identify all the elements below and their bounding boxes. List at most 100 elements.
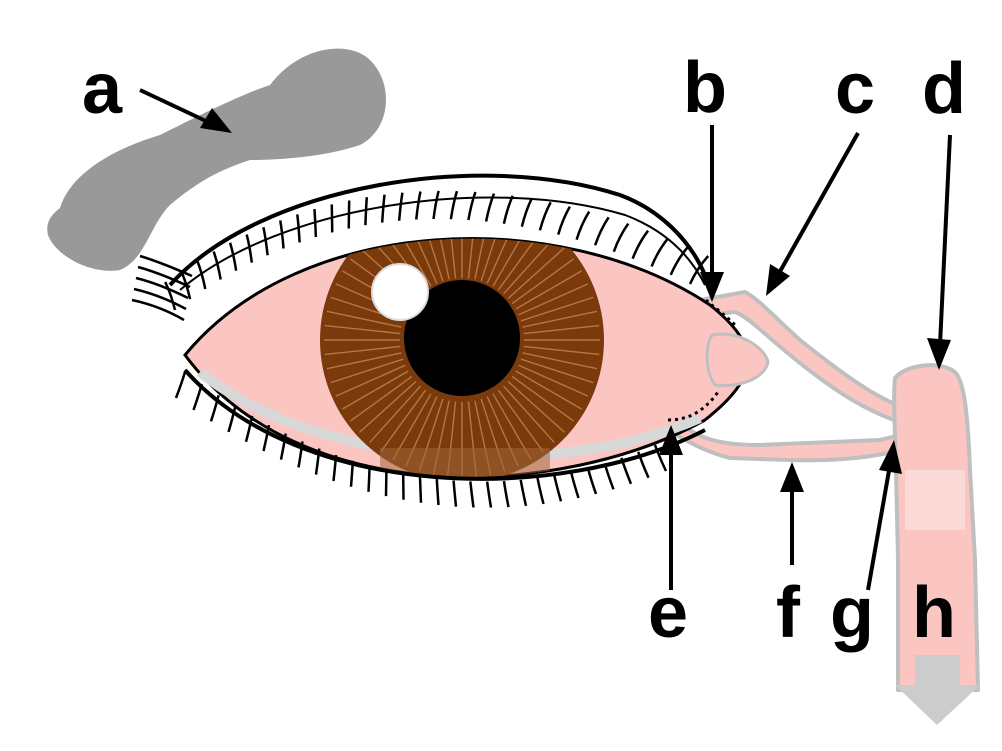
iris-ray: [326, 352, 402, 370]
iris-ray: [324, 345, 401, 356]
iris-ray: [486, 238, 519, 284]
upper-eyelash: [245, 234, 254, 263]
label-e: e: [648, 573, 688, 653]
upper-eyelash: [135, 276, 189, 300]
iris-ray: [522, 352, 598, 370]
upper-eyelashes: [131, 190, 710, 322]
upper-eyelash: [669, 246, 689, 276]
iris-ray: [507, 380, 566, 433]
label-c: c: [835, 49, 875, 129]
iris-ray: [523, 345, 600, 356]
caruncle: [705, 332, 770, 388]
iris-ray: [507, 247, 566, 300]
upper-eyelash: [164, 281, 177, 311]
lower-eyelash: [569, 471, 580, 499]
arrow-g: [866, 464, 892, 591]
upper-eyelash: [397, 192, 404, 221]
light-reflection: [371, 263, 429, 321]
iris-ray: [446, 238, 457, 279]
label-f: f: [776, 573, 801, 653]
upper-eyelash: [131, 298, 185, 322]
iris-ray: [335, 364, 406, 397]
upper-eyelash: [538, 201, 552, 231]
upper-eyelash: [313, 209, 318, 238]
label-h: h: [912, 573, 956, 653]
pointer-arrows: [139, 88, 952, 591]
iris-ray: [380, 389, 427, 453]
lower-eyelash: [452, 480, 458, 507]
lower-eyelash: [637, 451, 650, 479]
lower-eyelash: [469, 481, 475, 508]
iris-ray: [467, 238, 478, 279]
lower-eyelash: [227, 405, 237, 433]
lower-eyelash: [435, 478, 440, 506]
lower-eyelash: [209, 395, 220, 422]
upper-eyelash: [432, 190, 440, 220]
iris-ray: [324, 324, 401, 335]
upper-eyelash: [196, 260, 207, 290]
upper-eyelash: [212, 251, 222, 280]
lower-punctum: [667, 391, 720, 422]
iris-ray: [418, 238, 444, 282]
upper-eyelash: [139, 254, 193, 278]
lower-eyelash: [536, 477, 545, 505]
lower-eyelash: [653, 444, 668, 472]
iris-lower-shading: [380, 448, 550, 477]
drainage-arrow-icon: [895, 655, 980, 725]
upper-eyelash: [484, 193, 496, 222]
lower-eyelash: [262, 424, 271, 452]
iris-ray: [405, 238, 438, 284]
sac-highlight: [905, 470, 965, 530]
iris-ray: [342, 370, 409, 410]
iris-ray: [392, 238, 432, 287]
lower-eyelid: [183, 368, 706, 481]
iris-ray: [326, 310, 402, 328]
upper-eyelid: [168, 173, 707, 287]
iris-ray: [369, 385, 422, 444]
lower-eyelash: [553, 475, 563, 502]
arrow-c: [776, 132, 860, 276]
lower-eyelash: [174, 371, 187, 399]
arrow-d: [938, 134, 952, 346]
iris-ray: [518, 364, 589, 397]
pupil: [404, 280, 520, 396]
upper-punctum: [704, 298, 737, 327]
iris-ray: [515, 270, 582, 310]
iris-ray: [497, 389, 544, 453]
upper-eyelash: [262, 226, 269, 256]
upper-eyelash: [502, 195, 514, 225]
upper-eyelash: [557, 205, 571, 235]
upper-eyelash: [575, 210, 591, 240]
label-a: a: [82, 49, 123, 129]
upper-eyelash: [415, 191, 422, 220]
label-b: b: [683, 48, 727, 128]
lower-eyelash: [519, 479, 528, 507]
lower-eyelash: [314, 448, 321, 475]
iris-ray: [349, 375, 413, 422]
lower-eyelash: [502, 480, 510, 508]
upper-eyelash: [364, 197, 369, 226]
lower-eyelash: [244, 415, 254, 443]
iris-ray: [432, 238, 450, 280]
iris-ray: [520, 296, 594, 322]
iris-ray: [474, 238, 492, 280]
lower-eyelash: [367, 465, 371, 492]
lower-eyelash: [297, 441, 304, 468]
upper-eyelash: [593, 216, 610, 246]
lacrimal-drainage-system: [666, 290, 980, 692]
arrow-a: [139, 88, 209, 124]
iris-ray: [515, 370, 582, 410]
lower-eyelash: [586, 467, 598, 495]
iris-ray: [511, 258, 575, 305]
upper-eyelash: [380, 194, 386, 223]
upper-eyelash: [612, 222, 630, 253]
upper-eyelash: [137, 265, 191, 289]
upper-eyelash: [228, 242, 238, 271]
lower-eyelash: [485, 481, 493, 508]
upper-eyelash: [449, 190, 459, 220]
lower-eyelash: [332, 454, 338, 482]
label-d: d: [922, 49, 966, 129]
upper-eyelash: [467, 191, 477, 221]
